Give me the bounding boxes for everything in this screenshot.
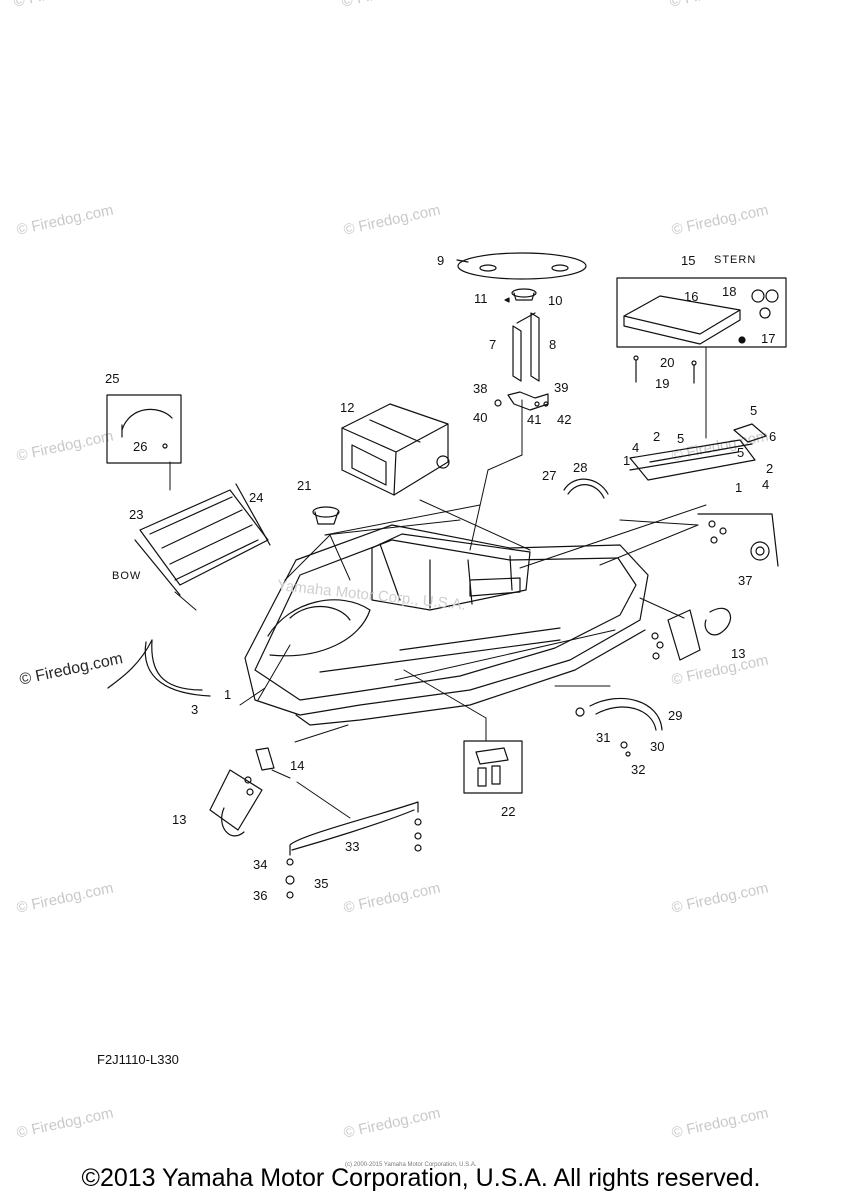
part-22-box (463, 740, 523, 794)
part-37-box (697, 513, 779, 567)
part-13-fittings-left (209, 769, 263, 837)
part-1-6-rails (629, 423, 767, 481)
part-38-42-brackets (494, 391, 549, 411)
callout-13: 13 (172, 812, 187, 827)
part-34-36-hardware (285, 818, 422, 899)
callout-14: 14 (290, 758, 305, 773)
callout-19: 19 (655, 376, 670, 391)
callout-5: 5 (750, 403, 758, 418)
callout-40: 40 (473, 410, 488, 425)
part-3-cables (107, 639, 211, 697)
callout-5: 5 (737, 445, 745, 460)
callout-4: 4 (632, 440, 640, 455)
callout-25: 25 (105, 371, 120, 386)
callout-3: 3 (191, 702, 199, 717)
part-25-box (106, 394, 182, 464)
callout-29: 29 (668, 708, 683, 723)
callout-33: 33 (345, 839, 360, 854)
callout-28: 28 (573, 460, 588, 475)
copyright-notice: ©2013 Yamaha Motor Corporation, U.S.A. A… (81, 1164, 761, 1192)
callout-26: 26 (133, 439, 148, 454)
callout-17: 17 (761, 331, 776, 346)
callout-42: 42 (557, 412, 572, 427)
part-13-fittings-right (651, 607, 732, 661)
part-12-cooler (341, 403, 450, 496)
part-21-cup (312, 506, 340, 525)
diagram-code: F2J1110-L330 (97, 1052, 179, 1067)
callout-12: 12 (340, 400, 355, 415)
callout-6: 6 (769, 429, 777, 444)
callout-1: 1 (623, 453, 631, 468)
part-33-rail (289, 801, 419, 856)
part-10-cap (504, 288, 537, 303)
callout-4: 4 (762, 477, 770, 492)
callout-39: 39 (554, 380, 569, 395)
callout-10: 10 (548, 293, 563, 308)
callout-38: 38 (473, 381, 488, 396)
callout-22: 22 (501, 804, 516, 819)
part-9-cushion (456, 252, 587, 280)
callout-31: 31 (596, 730, 611, 745)
callout-37: 37 (738, 573, 753, 588)
part-7-8-posts (512, 312, 540, 382)
callout-21: 21 (297, 478, 312, 493)
callout-36: 36 (253, 888, 268, 903)
callout-1: 1 (735, 480, 743, 495)
callout-13: 13 (731, 646, 746, 661)
part-19-20-bolts (633, 355, 697, 384)
leader-lines (169, 346, 707, 819)
callout-5: 5 (677, 431, 685, 446)
callout-20: 20 (660, 355, 675, 370)
callout-2: 2 (653, 429, 661, 444)
callout-32: 32 (631, 762, 646, 777)
callout-7: 7 (489, 337, 497, 352)
callout-41: 41 (527, 412, 542, 427)
bow-label: BOW (112, 570, 142, 582)
part-30-32-hardware (620, 741, 631, 757)
boat-hull (244, 524, 649, 726)
callout-27: 27 (542, 468, 557, 483)
callout-11: 11 (474, 291, 488, 306)
part-27-28-handle (563, 478, 609, 499)
part-23-24-ladder (134, 483, 271, 596)
callout-30: 30 (650, 739, 665, 754)
callout-15: 15 (681, 253, 696, 268)
callout-16: 16 (684, 289, 699, 304)
callout-8: 8 (549, 337, 557, 352)
callout-18: 18 (722, 284, 737, 299)
callout-24: 24 (249, 490, 264, 505)
callout-34: 34 (253, 857, 268, 872)
part-15-stern-box (616, 277, 787, 348)
part-29-strap (575, 697, 663, 731)
part-14-cleat (255, 747, 275, 771)
callout-23: 23 (129, 507, 144, 522)
callout-35: 35 (314, 876, 329, 891)
stern-label: STERN (714, 254, 757, 266)
callout-9: 9 (437, 253, 445, 268)
callout-2: 2 (766, 461, 774, 476)
callout-1: 1 (224, 687, 232, 702)
tiny-notice: (c) 2000-2015 Yamaha Motor Corporation, … (345, 1162, 477, 1168)
